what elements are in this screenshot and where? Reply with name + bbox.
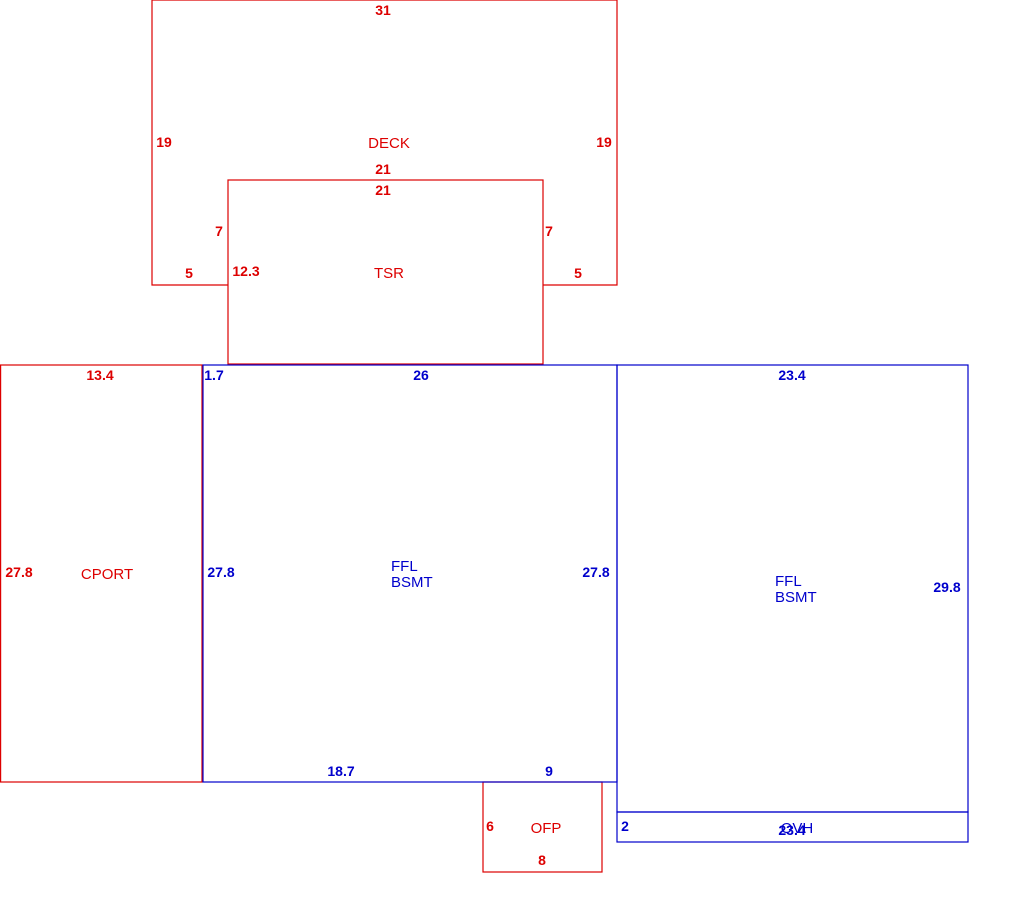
main-left-dim-top: 26 (413, 367, 429, 383)
tsr-dim-left: 12.3 (232, 263, 259, 279)
cport-outline (0, 364, 203, 783)
deck-dim-left: 19 (156, 134, 172, 150)
deck-dim-right: 19 (596, 134, 612, 150)
ovh-area-label: OVH (781, 820, 814, 837)
main-right-dim-top: 23.4 (778, 367, 805, 383)
main-left-dim-top-corner: 1.7 (204, 367, 224, 383)
main-left-area-label-line2: BSMT (391, 574, 433, 591)
main-left-dim-bottom: 18.7 (327, 763, 354, 779)
cport-dim-top: 13.4 (86, 367, 113, 383)
deck-outline (151, 0, 618, 286)
deck-dim-inner-top: 21 (375, 161, 391, 177)
deck-dim-bottom-left: 5 (185, 265, 193, 281)
ofp-dim-bottom: 8 (538, 852, 546, 868)
cport-area-label: CPORT (81, 566, 133, 583)
deck-dim-inner-left: 7 (215, 223, 223, 239)
ovh-outline (616, 811, 969, 843)
tsr-outline (227, 179, 544, 365)
deck-dim-top: 31 (375, 2, 391, 18)
main-left-dim-right: 27.8 (582, 564, 609, 580)
ovh-dim-bottom: 23.4 (778, 822, 805, 838)
main-right-dim-right: 29.8 (933, 579, 960, 595)
main-left-dim-left: 27.8 (207, 564, 234, 580)
deck-dim-inner-right: 7 (545, 223, 553, 239)
main-right-area-label-line1: FFL (775, 573, 802, 590)
tsr-area-label: TSR (374, 265, 404, 282)
ovh-dim-left: 2 (621, 818, 629, 834)
cport-dim-left: 27.8 (5, 564, 32, 580)
ofp-area-label: OFP (531, 820, 562, 837)
tsr-dim-top: 21 (375, 182, 391, 198)
main-right-area-label-line2: BSMT (775, 589, 817, 606)
deck-area-label: DECK (368, 135, 410, 152)
main-left-dim-bottom-right: 9 (545, 763, 553, 779)
ofp-dim-left: 6 (486, 818, 494, 834)
main-left-area-label-line1: FFL (391, 558, 418, 575)
deck-dim-bottom-right: 5 (574, 265, 582, 281)
